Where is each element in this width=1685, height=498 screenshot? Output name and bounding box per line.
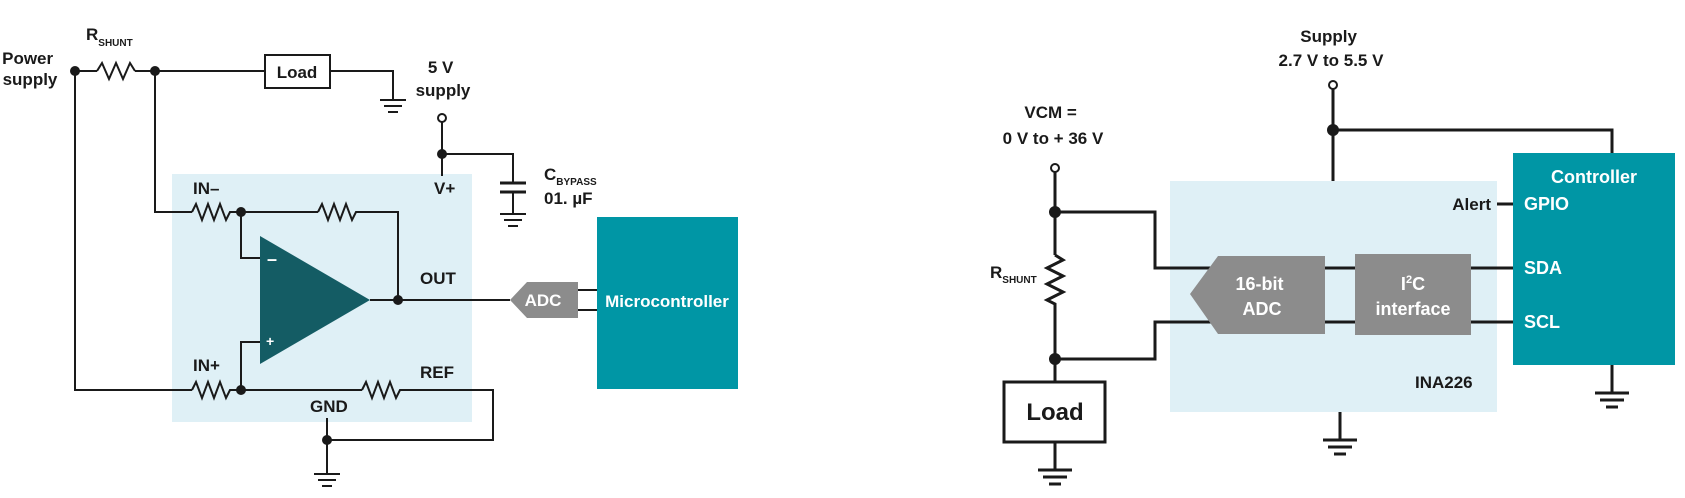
gnd-label: GND <box>310 397 348 416</box>
load-label: Load <box>277 63 318 82</box>
wire-supply-controller <box>1333 128 1614 155</box>
i2c-label: I2C <box>1401 274 1425 294</box>
ground-icon <box>1595 391 1629 409</box>
wire-shunt-to-adc-bottom <box>1055 320 1230 361</box>
op-amp <box>260 236 370 364</box>
wire-load-ground <box>330 70 394 100</box>
load-label: Load <box>1026 399 1083 426</box>
rshunt-resistor <box>1043 253 1067 382</box>
vcm-terminal <box>1050 163 1060 173</box>
wire-rshunt-to-inminus <box>154 71 192 213</box>
microcontroller-block <box>597 217 738 389</box>
supply-terminal <box>1328 80 1338 90</box>
rshunt-label: RSHUNT <box>990 263 1037 286</box>
chip-name-label: INA226 <box>1415 373 1473 392</box>
i2c-label-line2: interface <box>1375 299 1450 319</box>
cbypass-capacitor <box>500 181 526 194</box>
cbypass-value: 01. µF <box>544 189 593 208</box>
wire-shunt-to-adc-top <box>1055 210 1230 270</box>
op-amp-plus-sign: + <box>266 333 274 349</box>
supply-5v-label: 5 V supply <box>416 58 471 100</box>
scl-label: SCL <box>1524 312 1560 332</box>
ref-label: REF <box>420 363 454 382</box>
in-minus-label: IN– <box>193 179 219 198</box>
cbypass-label: CBYPASS <box>544 165 597 188</box>
vcm-label: VCM = 0 V to + 36 V <box>1003 103 1104 148</box>
right-circuit: Supply 2.7 V to 5.5 V VCM = 0 V to + 36 … <box>990 27 1675 486</box>
power-supply-label: Power supply <box>2 49 58 89</box>
out-label: OUT <box>420 269 457 288</box>
adc-block <box>1190 256 1325 334</box>
adc-label: 16-bit ADC <box>1235 274 1288 319</box>
rshunt-label: RSHUNT <box>86 25 133 49</box>
ground-icon <box>500 213 526 227</box>
ground-icon <box>1323 438 1357 456</box>
feedback-resistor <box>317 201 399 300</box>
wire-cbypass <box>442 153 514 183</box>
supply-5v-terminal <box>437 113 447 123</box>
in-minus-resistor <box>191 201 241 223</box>
in-plus-label: IN+ <box>193 356 220 375</box>
gpio-label: GPIO <box>1524 194 1569 214</box>
i2c-interface-block <box>1355 254 1471 335</box>
sda-label: SDA <box>1524 258 1562 278</box>
supply-label: Supply 2.7 V to 5.5 V <box>1279 27 1385 70</box>
vplus-label: V+ <box>434 179 455 198</box>
ref-resistor <box>327 379 494 441</box>
wire-supply-to-inplus <box>74 71 192 391</box>
node-out <box>393 295 403 305</box>
ground-icon <box>314 473 340 487</box>
op-amp-minus-sign: – <box>267 249 277 269</box>
left-circuit: – + Power supply RSHUNT Load 5 V supply <box>2 25 738 487</box>
node-supply <box>1327 124 1339 136</box>
adc-block <box>510 282 578 318</box>
microcontroller-label: Microcontroller <box>605 292 729 311</box>
ground-icon <box>380 99 406 113</box>
in-plus-resistor <box>191 379 241 401</box>
wire-plus-input <box>240 341 260 390</box>
controller-block <box>1513 153 1675 365</box>
wire-minus-input <box>240 212 260 259</box>
rshunt-resistor <box>96 60 136 82</box>
adc-label: ADC <box>525 291 562 310</box>
controller-label: Controller <box>1551 167 1637 187</box>
alert-label: Alert <box>1452 195 1491 214</box>
ground-icon <box>1038 468 1072 486</box>
